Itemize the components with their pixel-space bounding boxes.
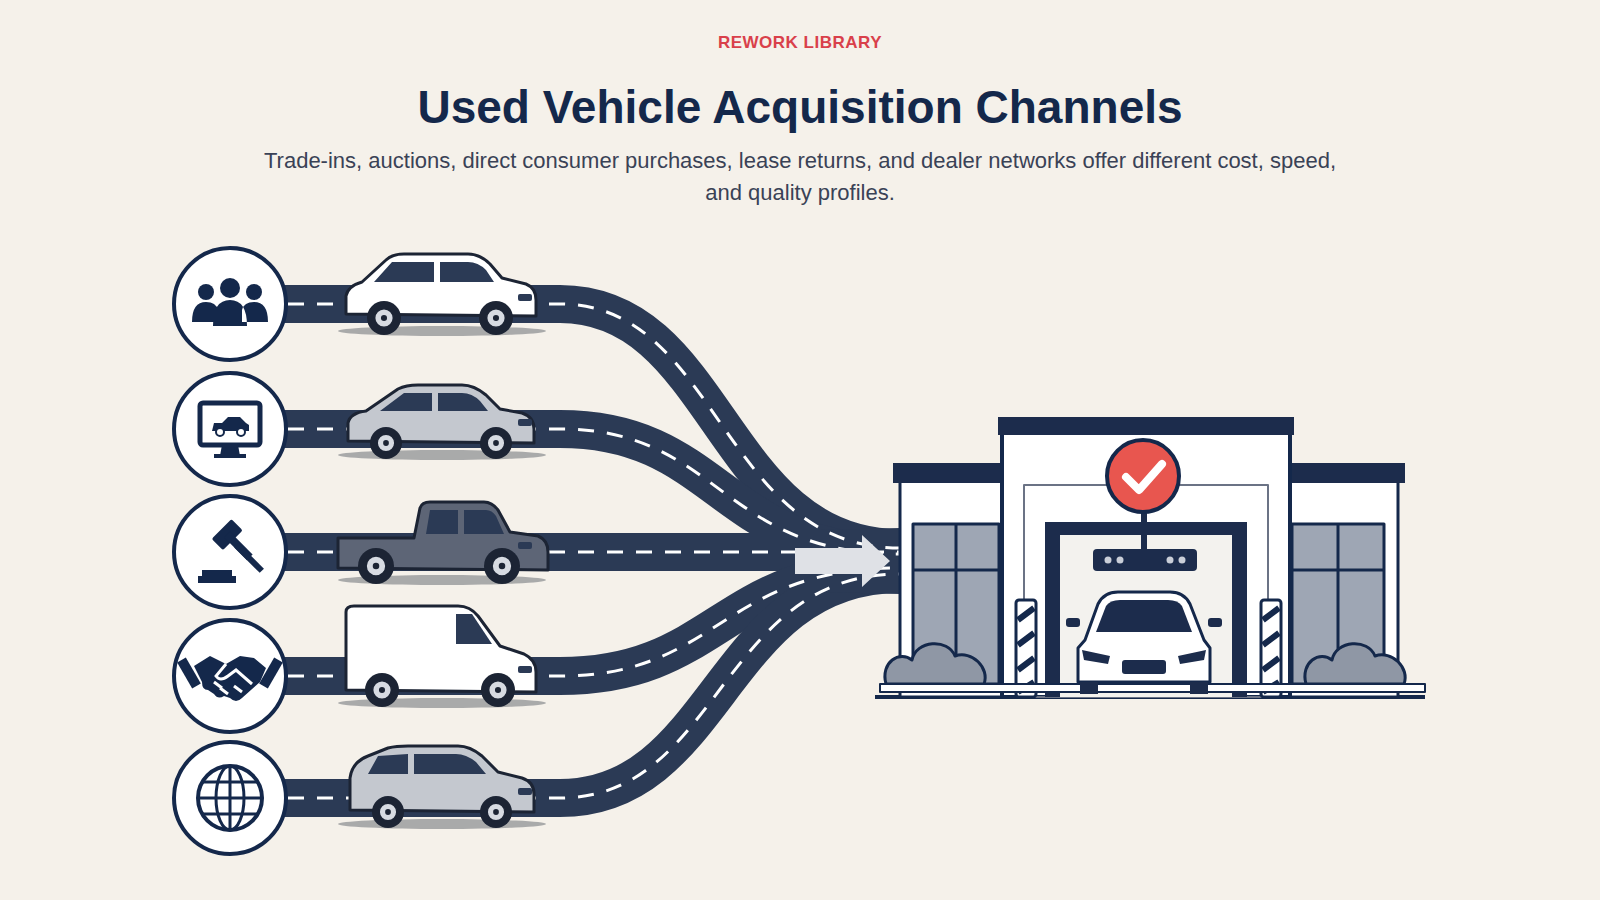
circle-shape (499, 563, 505, 569)
circle-shape (198, 766, 262, 830)
circle-shape (481, 673, 515, 707)
channel-icon (174, 620, 286, 732)
road (230, 574, 900, 798)
eyebrow-label: REWORK LIBRARY (0, 33, 1600, 53)
circle-shape (487, 434, 505, 452)
circle-shape (375, 309, 394, 328)
circle-shape (370, 427, 402, 459)
rect-shape (202, 570, 232, 576)
circle-shape (174, 620, 286, 732)
path-shape (456, 614, 492, 644)
circle-shape (174, 373, 286, 485)
road-dash (230, 429, 900, 554)
rect-shape (234, 543, 264, 573)
path-shape (198, 766, 262, 830)
path-shape (214, 445, 246, 456)
vehicles (338, 254, 548, 829)
circle-shape (372, 796, 404, 828)
circle-shape (487, 309, 506, 328)
road-dash (230, 568, 900, 676)
path-shape (192, 300, 268, 326)
roads (230, 304, 900, 798)
vehicle (338, 502, 548, 585)
circle-shape (493, 440, 499, 446)
channel-icon (174, 248, 286, 360)
rect-shape (518, 419, 532, 426)
circle-shape (479, 301, 513, 335)
circle-shape (367, 301, 401, 335)
circle-shape (480, 427, 512, 459)
vehicle (338, 606, 546, 708)
circle-shape (379, 803, 397, 821)
ellipse-shape (338, 819, 546, 829)
path-shape (426, 510, 504, 534)
circle-shape (198, 284, 214, 300)
rect-shape (518, 542, 532, 549)
circle-shape (373, 563, 379, 569)
rect-shape (518, 666, 532, 673)
circle-shape (381, 315, 387, 321)
circle-shape (365, 673, 399, 707)
circle-shape (246, 284, 262, 300)
page-title: Used Vehicle Acquisition Channels (0, 80, 1600, 134)
rect-shape (200, 403, 260, 445)
circle-shape (493, 809, 499, 815)
rect-shape (259, 658, 283, 689)
vehicle (338, 746, 546, 829)
rect-shape (518, 294, 532, 301)
rect-shape (518, 788, 532, 795)
circle-shape (487, 803, 505, 821)
circle-shape (489, 681, 508, 700)
circle-shape (174, 742, 286, 854)
channel-icon (174, 742, 286, 854)
rect-shape (177, 658, 201, 689)
circle-shape (237, 428, 245, 436)
circle-shape (174, 496, 286, 608)
ellipse-shape (338, 450, 546, 460)
vehicle (338, 385, 546, 460)
path-shape (368, 754, 486, 774)
dealership (875, 417, 1425, 697)
circle-shape (373, 681, 392, 700)
circle-shape (484, 548, 520, 584)
channel-icons (174, 248, 286, 854)
circle-shape (366, 556, 386, 576)
circle-shape (216, 428, 224, 436)
road-dash (230, 574, 900, 798)
circle-shape (379, 687, 385, 693)
path-shape (380, 393, 488, 411)
circle-shape (383, 440, 389, 446)
path-shape (214, 664, 252, 694)
circle-shape (495, 687, 501, 693)
page-caption: Trade-ins, auctions, direct consumer pur… (250, 145, 1350, 209)
vehicle (338, 254, 546, 336)
merge-arrow (795, 535, 890, 587)
road (230, 429, 900, 554)
circle-shape (220, 278, 240, 298)
circle-shape (358, 548, 394, 584)
circle-shape (493, 315, 499, 321)
ellipse-shape (338, 326, 546, 336)
road-dash (230, 304, 900, 548)
circle-shape (492, 556, 512, 576)
circle-shape (174, 248, 286, 360)
rect-shape (198, 576, 236, 583)
channel-icon (174, 496, 286, 608)
circle-shape (385, 809, 391, 815)
circle-shape (377, 434, 395, 452)
channel-icon (174, 373, 286, 485)
circle-shape (480, 796, 512, 828)
path-shape (194, 656, 266, 701)
path-shape (374, 262, 494, 282)
